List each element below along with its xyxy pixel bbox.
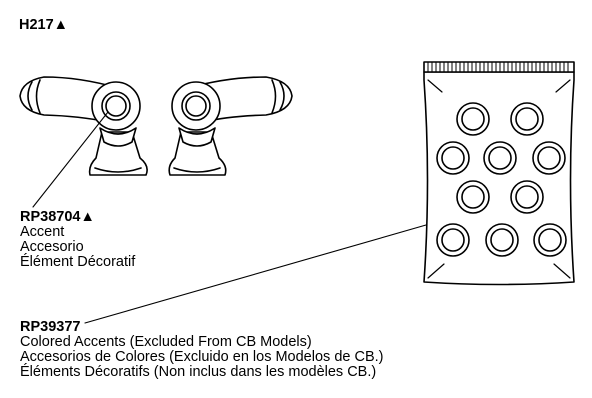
accent-disc-icon [436, 223, 470, 257]
colored-accents-part-code: RP39377 [20, 319, 81, 335]
accent-label-en: Accent [20, 224, 65, 240]
colored-accents-callout: RP39377 Colored Accents (Excluded From C… [20, 320, 383, 380]
accent-disc-icon [510, 102, 544, 136]
colored-accents-label-es: Accesorios de Colores (Excluido en los M… [20, 349, 384, 365]
accent-disc-icons [436, 102, 567, 257]
leader-line-colored-accents [84, 224, 427, 324]
accent-callout: RP38704▲ Accent Accesorio Élément Décora… [20, 210, 135, 270]
bag-seal [423, 61, 575, 73]
colored-accents-label-en: Colored Accents (Excluded From CB Models… [20, 334, 312, 350]
accent-part-code: RP38704 [20, 209, 81, 225]
accent-disc-icon [485, 223, 519, 257]
accent-disc-icon [456, 102, 490, 136]
accent-label-es: Accesorio [20, 239, 84, 255]
accent-disc-icon [456, 180, 490, 214]
accent-disc-icon [483, 141, 517, 175]
model-heading: H217▲ [19, 18, 68, 33]
colored-accents-label-fr: Éléments Décoratifs (Non inclus dans les… [20, 364, 377, 380]
right-faucet-handle [168, 76, 293, 176]
warning-triangle-icon: ▲ [80, 209, 95, 225]
accent-label-fr: Élément Décoratif [20, 254, 136, 270]
model-code: H217 [19, 17, 54, 33]
left-faucet-handle [19, 76, 148, 176]
accent-disc-icon [532, 141, 566, 175]
accent-bag [423, 61, 575, 286]
accent-disc-icon [533, 223, 567, 257]
leader-line-accent [32, 111, 109, 208]
accent-disc-icon [510, 180, 544, 214]
accent-disc-icon [436, 141, 470, 175]
warning-triangle-icon: ▲ [53, 17, 69, 33]
